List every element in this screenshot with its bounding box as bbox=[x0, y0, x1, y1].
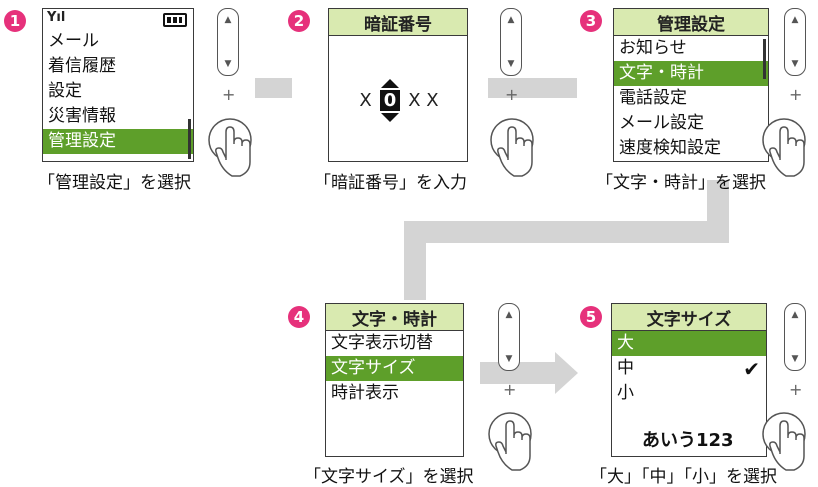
menu-item-mail[interactable]: メール bbox=[48, 31, 99, 51]
menu-item-size-large[interactable]: 大 bbox=[612, 331, 766, 356]
menu-item-size-medium[interactable]: 中 bbox=[617, 358, 634, 378]
plus-icon: + bbox=[503, 380, 517, 399]
down-arrow-icon[interactable]: ▼ bbox=[791, 354, 799, 364]
decrement-arrow-icon[interactable] bbox=[380, 112, 399, 122]
up-arrow-icon[interactable]: ▲ bbox=[791, 15, 799, 25]
pressing-hand-icon bbox=[208, 118, 252, 177]
down-arrow-icon[interactable]: ▼ bbox=[505, 354, 513, 364]
screen-title: 文字サイズ bbox=[612, 304, 766, 331]
menu-item-disaster-info[interactable]: 災害情報 bbox=[48, 106, 116, 126]
step-number-4: 4 bbox=[288, 306, 310, 328]
menu-item-speed-detect-settings[interactable]: 速度検知設定 bbox=[619, 138, 721, 158]
menu-item-phone-settings[interactable]: 電話設定 bbox=[619, 88, 687, 108]
step-4-caption: 「文字サイズ」を選択 bbox=[304, 467, 474, 487]
menu-item-text-clock[interactable]: 文字・時計 bbox=[614, 61, 768, 86]
screen-title: 暗証番号 bbox=[329, 9, 467, 36]
up-arrow-icon[interactable]: ▲ bbox=[224, 15, 232, 25]
pressing-hand-icon bbox=[762, 118, 806, 177]
menu-item-text-size[interactable]: 文字サイズ bbox=[326, 356, 463, 381]
screen-title: 文字・時計 bbox=[326, 304, 463, 331]
pin-input[interactable]: X 0 X X bbox=[330, 75, 468, 125]
step-number-3: 3 bbox=[580, 10, 602, 32]
menu-item-text-display-toggle[interactable]: 文字表示切替 bbox=[331, 333, 433, 353]
step-5-caption: 「大」「中」「小」を選択 bbox=[590, 467, 777, 487]
rocker-key[interactable]: ▲ ▼ bbox=[500, 8, 522, 76]
pin-mask-left: X bbox=[359, 89, 372, 111]
menu-item-mail-settings[interactable]: メール設定 bbox=[619, 113, 704, 133]
plus-icon: + bbox=[222, 85, 236, 104]
signal-icon: Yıl bbox=[47, 10, 66, 25]
step-number-1: 1 bbox=[4, 10, 26, 32]
battery-icon bbox=[163, 13, 187, 27]
text-size-preview: あいう123 bbox=[642, 430, 734, 451]
step-number-5: 5 bbox=[580, 306, 602, 328]
down-arrow-icon[interactable]: ▼ bbox=[507, 59, 515, 69]
plus-icon: + bbox=[505, 85, 519, 104]
step-3-caption: 「文字・時計」を選択 bbox=[596, 173, 766, 193]
rocker-key[interactable]: ▲ ▼ bbox=[784, 303, 806, 371]
plus-icon: + bbox=[789, 380, 803, 399]
menu-item-admin-settings[interactable]: 管理設定 bbox=[43, 129, 193, 154]
rocker-key[interactable]: ▲ ▼ bbox=[784, 8, 806, 76]
menu-item-call-history[interactable]: 着信履歴 bbox=[48, 56, 116, 76]
rocker-key[interactable]: ▲ ▼ bbox=[217, 8, 239, 76]
phone-screen-main-menu: Yıl メール 着信履歴 設定 災害情報 管理設定 bbox=[42, 8, 194, 162]
pressing-hand-icon bbox=[490, 118, 534, 177]
selected-check-icon: ✔ bbox=[743, 357, 760, 381]
down-arrow-icon[interactable]: ▼ bbox=[224, 59, 232, 69]
up-arrow-icon[interactable]: ▲ bbox=[507, 15, 515, 25]
increment-arrow-icon[interactable] bbox=[380, 78, 399, 88]
pressing-hand-icon bbox=[488, 412, 532, 471]
up-arrow-icon[interactable]: ▲ bbox=[505, 310, 513, 320]
status-bar: Yıl bbox=[43, 9, 193, 29]
screen-title: 管理設定 bbox=[614, 9, 768, 36]
down-arrow-icon[interactable]: ▼ bbox=[791, 59, 799, 69]
menu-item-settings[interactable]: 設定 bbox=[48, 81, 82, 101]
phone-screen-admin-settings: 管理設定 お知らせ 文字・時計 電話設定 メール設定 速度検知設定 bbox=[613, 8, 769, 162]
phone-screen-text-size: 文字サイズ 大 中 小 ✔ あいう123 bbox=[611, 303, 767, 457]
rocker-key[interactable]: ▲ ▼ bbox=[498, 303, 520, 371]
menu-item-size-small[interactable]: 小 bbox=[617, 383, 634, 403]
pressing-hand-icon bbox=[762, 412, 806, 471]
menu-item-notices[interactable]: お知らせ bbox=[619, 38, 687, 58]
step-number-2: 2 bbox=[288, 10, 310, 32]
pin-digit-selector[interactable]: 0 bbox=[379, 78, 401, 122]
menu-item-clock-display[interactable]: 時計表示 bbox=[331, 383, 399, 403]
plus-icon: + bbox=[789, 85, 803, 104]
phone-screen-pin-entry: 暗証番号 bbox=[328, 8, 468, 162]
step-1-caption: 「管理設定」を選択 bbox=[38, 173, 191, 193]
pin-mask-right: X X bbox=[408, 89, 439, 111]
phone-screen-text-clock: 文字・時計 文字表示切替 文字サイズ 時計表示 bbox=[325, 303, 464, 457]
pin-current-digit: 0 bbox=[379, 89, 401, 111]
up-arrow-icon[interactable]: ▲ bbox=[791, 310, 799, 320]
scrollbar bbox=[188, 119, 191, 159]
step-2-caption: 「暗証番号」を入力 bbox=[314, 173, 467, 193]
scrollbar bbox=[763, 39, 766, 79]
